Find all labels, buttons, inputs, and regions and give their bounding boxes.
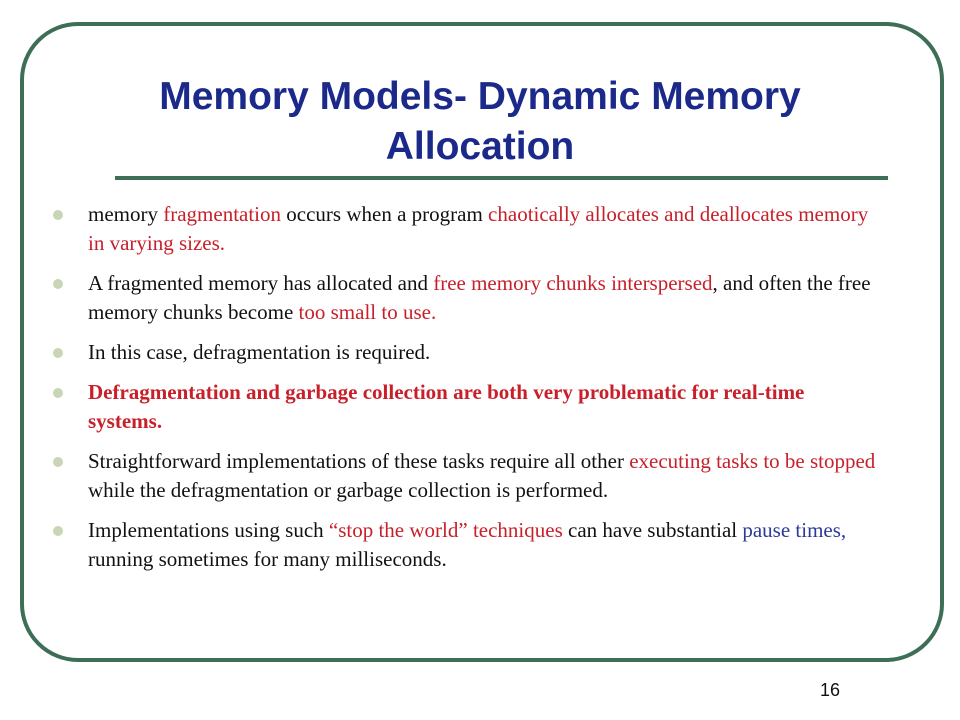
bullet-item: In this case, defragmentation is require… (50, 338, 880, 367)
bullet-item: Straightforward implementations of these… (50, 447, 880, 505)
bullet-text-segment: executing tasks to be stopped (629, 449, 876, 473)
bullet-dot-icon (53, 348, 63, 358)
bullet-list: memory fragmentation occurs when a progr… (50, 200, 880, 585)
bullet-text-segment: “stop the world” techniques (328, 518, 563, 542)
bullet-text-segment: occurs when a program (281, 202, 489, 226)
bullet-text-segment: can have substantial (562, 518, 743, 542)
bullet-dot-icon (53, 210, 63, 220)
bullet-item: memory fragmentation occurs when a progr… (50, 200, 880, 258)
bullet-text-segment: Defragmentation and garbage collection a… (88, 380, 805, 433)
bullet-text-segment: Straightforward implementations of these… (88, 449, 630, 473)
slide-title: Memory Models- Dynamic Memory Allocation (70, 72, 890, 172)
bullet-item: Implementations using such “stop the wor… (50, 516, 880, 574)
bullet-text-segment: A fragmented memory has allocated and (88, 271, 434, 295)
bullet-item: A fragmented memory has allocated and fr… (50, 269, 880, 327)
page-number: 16 (819, 680, 840, 700)
bullet-text-segment: free memory chunks interspersed (433, 271, 713, 295)
bullet-text-segment: while the defragmentation or garbage col… (88, 478, 609, 502)
bullet-text-segment: too small to use. (298, 300, 437, 324)
bullet-dot-icon (53, 279, 63, 289)
bullet-dot-icon (53, 457, 63, 467)
bullet-text-segment: fragmentation (163, 202, 282, 226)
slide-title-line1: Memory Models- Dynamic Memory (159, 75, 801, 118)
bullet-text-segment: pause times, (742, 518, 847, 542)
bullet-text-segment: chaotically allocates and deallocates me… (88, 202, 869, 255)
bullet-text-segment: memory (88, 202, 164, 226)
bullet-dot-icon (53, 388, 63, 398)
bullet-text-segment: In this case, defragmentation is require… (88, 340, 431, 364)
title-divider (115, 176, 888, 180)
bullet-dot-icon (53, 526, 63, 536)
bullet-text-segment: Implementations using such (88, 518, 329, 542)
bullet-text-segment: running sometimes for many milliseconds. (88, 547, 447, 571)
bullet-text-segment: , and often the free memory chunks becom… (88, 271, 871, 324)
bullet-item: Defragmentation and garbage collection a… (50, 378, 880, 436)
slide-title-line2: Allocation (385, 125, 575, 168)
slide-frame (20, 22, 944, 662)
